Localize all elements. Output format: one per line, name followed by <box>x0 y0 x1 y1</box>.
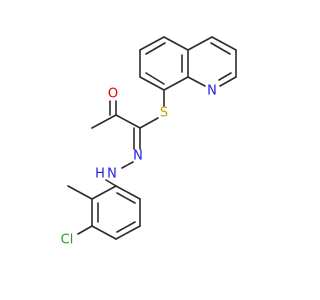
bond <box>187 76 206 87</box>
sulfur-label: S <box>160 106 168 121</box>
hydrogen-label: H <box>95 167 105 182</box>
bond <box>115 114 141 129</box>
bond <box>115 225 141 240</box>
bond <box>210 42 231 55</box>
bond <box>219 76 237 87</box>
bond <box>105 179 117 187</box>
bond <box>218 72 232 81</box>
bond <box>121 161 134 169</box>
atom-label-layer: N S O N N H Cl <box>61 84 217 248</box>
bond <box>67 185 93 200</box>
bond <box>91 114 117 129</box>
bond <box>116 221 136 233</box>
bond <box>77 225 93 235</box>
bond <box>163 36 189 51</box>
bond <box>91 185 117 200</box>
bond <box>139 36 165 51</box>
bond <box>115 185 141 200</box>
structure-canvas: N S O N N H Cl <box>61 36 237 248</box>
oxygen-label: O <box>108 87 118 102</box>
bond <box>163 76 189 91</box>
bond <box>139 76 165 91</box>
bond <box>211 36 237 51</box>
chlorine-label: Cl <box>61 233 74 248</box>
molecule-diagram: N S O N N H Cl <box>61 36 237 248</box>
bond <box>145 72 165 85</box>
bond <box>187 36 213 51</box>
bond <box>139 117 159 129</box>
bond <box>116 192 136 204</box>
bond-layer <box>67 36 237 240</box>
bond <box>145 42 166 55</box>
bond <box>91 225 117 240</box>
imine-nitrogen-label: N <box>133 149 143 164</box>
hydrazine-nitrogen-label: N <box>107 167 117 182</box>
ring-nitrogen-label: N <box>207 84 217 99</box>
